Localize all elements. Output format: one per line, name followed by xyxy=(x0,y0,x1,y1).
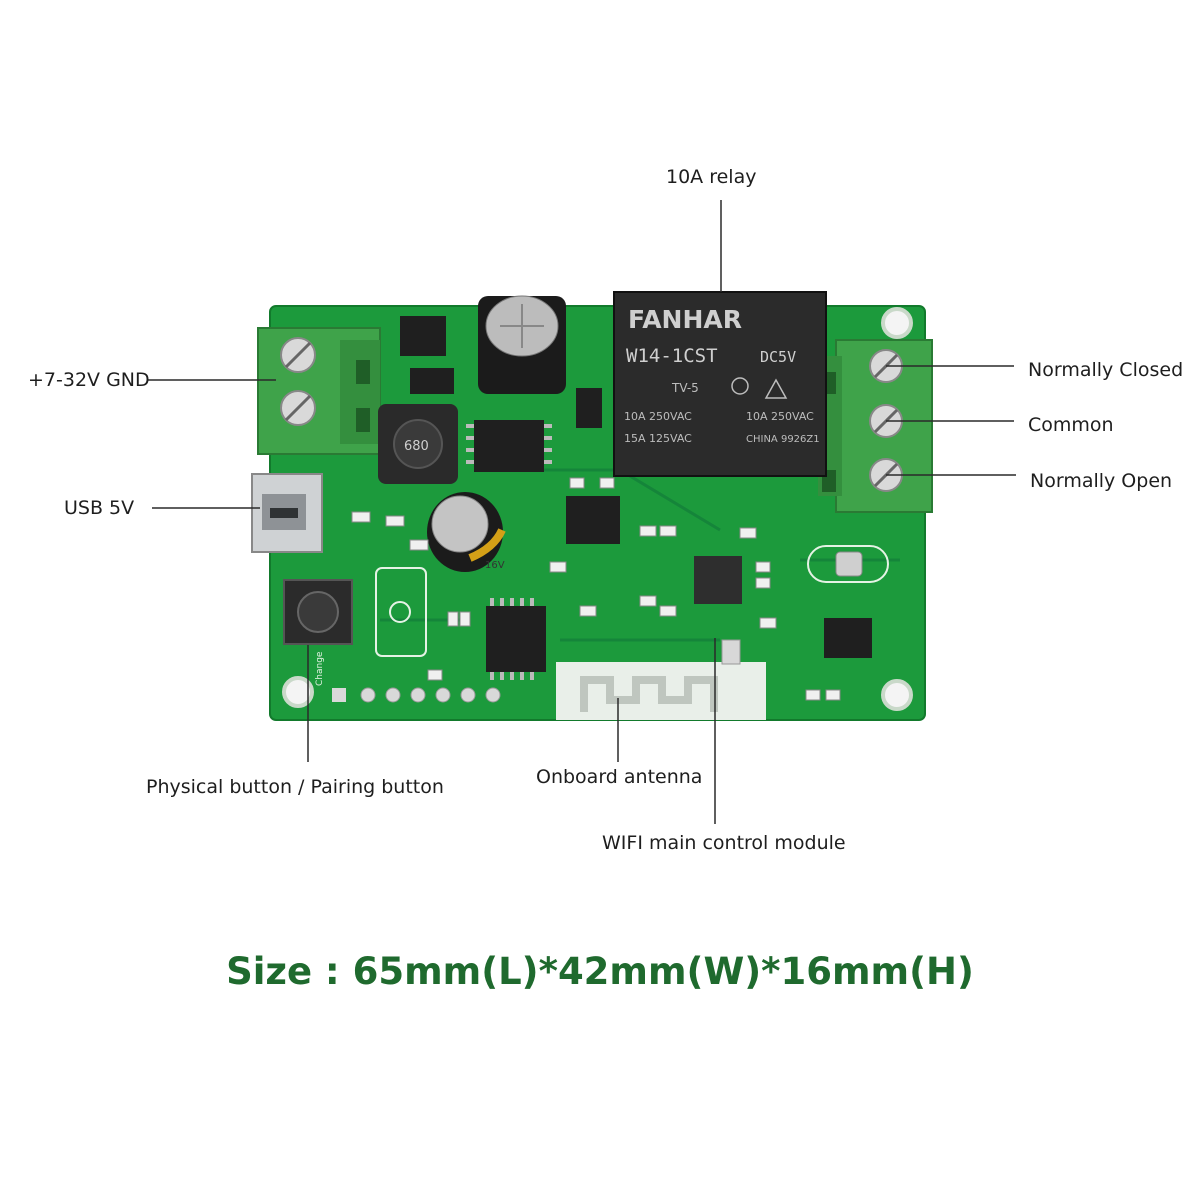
label-normally-open: Normally Open xyxy=(1030,470,1173,492)
relay-type: TV-5 xyxy=(671,381,699,395)
ic-pins xyxy=(466,424,552,680)
relay-rating-2b: CHINA 9926Z1 xyxy=(746,434,820,445)
relay-coil: DC5V xyxy=(760,348,796,366)
relay-rating-1a: 10A 250VAC xyxy=(624,410,692,423)
mounting-holes xyxy=(282,307,913,711)
header-pins xyxy=(332,687,501,703)
label-normally-closed: Normally Closed xyxy=(1028,359,1184,381)
crystal xyxy=(835,551,863,577)
silk-outline xyxy=(375,545,889,657)
leader-lines xyxy=(148,200,1016,824)
power-terminal-block xyxy=(257,327,381,455)
usb-port xyxy=(251,473,323,553)
inductor: 680 xyxy=(378,404,458,484)
label-usb: USB 5V xyxy=(64,497,135,519)
pairing-button: Change xyxy=(283,579,353,686)
label-antenna: Onboard antenna xyxy=(536,766,703,788)
label-pairing-button: Physical button / Pairing button xyxy=(146,776,444,798)
relay: FANHAR W14-1CST DC5V TV-5 10A 250VAC 15A… xyxy=(613,291,827,477)
label-wifi-module: WIFI main control module xyxy=(602,832,846,854)
button-silk: Change xyxy=(315,651,325,686)
relay-rating-2a: 10A 250VAC xyxy=(746,410,814,423)
smd-components xyxy=(351,477,841,701)
ic-chips xyxy=(400,316,872,672)
antenna-area xyxy=(556,639,766,720)
relay-model: W14-1CST xyxy=(626,345,718,367)
relay-brand: FANHAR xyxy=(628,305,742,334)
relay-terminal-block xyxy=(818,339,933,513)
label-common: Common xyxy=(1028,414,1114,436)
label-relay: 10A relay xyxy=(666,166,757,188)
label-power-input: +7-32V GND xyxy=(28,369,150,391)
inductor-text: 680 xyxy=(404,439,429,454)
warning-triangle-icon xyxy=(764,378,788,399)
relay-rating-1b: 15A 125VAC xyxy=(624,432,692,445)
capacitor-bottom: 16V xyxy=(427,492,506,572)
cap-text: 16V xyxy=(485,560,505,571)
capacitor-top xyxy=(478,295,566,394)
size-caption: Size : 65mm(L)*42mm(W)*16mm(H) xyxy=(226,950,974,993)
